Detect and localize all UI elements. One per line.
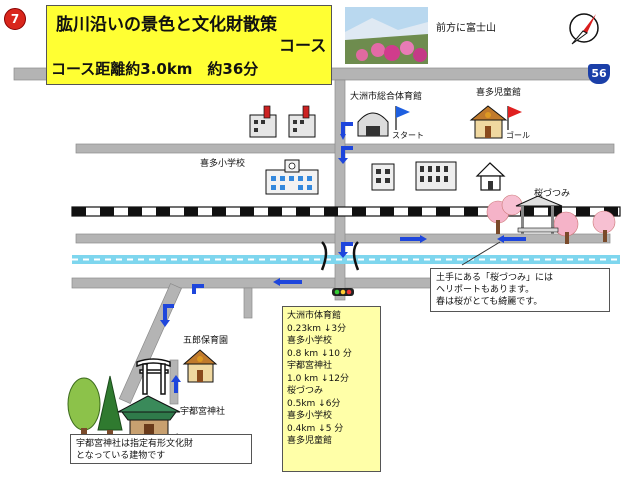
route-step: 大洲市体育館 xyxy=(287,311,342,321)
house-icon xyxy=(469,105,508,139)
route-step: 桜づつみ xyxy=(287,386,324,396)
route-step: 0.5km ↓6分 xyxy=(287,398,341,409)
course-title: 肱川沿いの景色と文化財散策 xyxy=(56,15,277,35)
title-box: 肱川沿いの景色と文化財散策 コース コース距離約3.0km 約36分 xyxy=(46,5,332,85)
route-arrow xyxy=(192,284,204,294)
route-arrow xyxy=(341,146,353,158)
mountain-photo xyxy=(345,7,428,64)
label-hoikuen: 五郎保育園 xyxy=(183,336,229,346)
cherry-tree-icon xyxy=(486,194,616,244)
route-step: 0.23km ↓3分 xyxy=(287,323,347,334)
route-step: 1.0 km ↓12分 xyxy=(287,373,350,384)
shrine-note: 宇都宮神社は指定有形文化財 となっている建物です xyxy=(70,434,252,464)
building-icon xyxy=(415,161,457,191)
photo-caption: 前方に富士山 xyxy=(436,23,496,34)
label-sakura: 桜づつみ xyxy=(534,189,571,199)
course-title-suffix: コース xyxy=(279,36,327,55)
road-vertical-main xyxy=(334,79,346,301)
route-arrowheads xyxy=(160,134,504,382)
building-icon xyxy=(371,163,395,191)
label-school: 喜多小学校 xyxy=(200,159,246,169)
route-step: 喜多小学校 xyxy=(287,411,333,421)
route-step: 0.4km ↓5 分 xyxy=(287,423,344,434)
house-icon xyxy=(475,162,506,191)
road-short-vertical xyxy=(243,287,253,319)
gate-icon xyxy=(515,195,563,234)
route-arrows xyxy=(163,122,526,393)
factory-icon xyxy=(288,105,316,138)
shrine-torii-icon xyxy=(136,358,171,395)
note-line: 宇都宮神社は指定有形文化財 xyxy=(76,439,194,449)
route-shield: 56 xyxy=(588,64,610,84)
house-icon xyxy=(182,349,218,383)
route-step: 宇都宮神社 xyxy=(287,361,333,371)
label-goal: ゴール xyxy=(506,131,530,140)
route-step: 喜多児童館 xyxy=(287,436,333,446)
route-arrow xyxy=(163,304,174,320)
traffic-light-icon xyxy=(332,288,354,296)
note-line: 土手にある「桜づつみ」には xyxy=(436,273,554,283)
tree-icon xyxy=(97,375,123,440)
label-shrine: 宇都宮神社 xyxy=(180,407,226,417)
school-icon xyxy=(265,159,319,195)
course-distance: コース距離約3.0km 約36分 xyxy=(51,60,259,78)
gym-icon xyxy=(357,112,389,137)
route-step: 喜多小学校 xyxy=(287,336,333,346)
river xyxy=(72,255,620,264)
sakura-note: 土手にある「桜づつみ」には ヘリポートもあります。 春は桜がとても綺麗です。 xyxy=(430,268,610,312)
route-table: 大洲市体育館 0.23km ↓3分 喜多小学校 0.8 km ↓10 分 宇都宮… xyxy=(282,306,381,472)
course-number-badge: 7 xyxy=(4,8,26,30)
route-step: 0.8 km ↓10 分 xyxy=(287,348,352,359)
factory-icon xyxy=(249,105,277,138)
label-start: スタート xyxy=(392,131,424,140)
flag-icon xyxy=(395,106,410,130)
label-jido: 喜多児童館 xyxy=(476,88,522,98)
compass-icon xyxy=(569,13,599,45)
bridge xyxy=(320,241,360,271)
note-line: ヘリポートもあります。 xyxy=(436,285,535,295)
flag-icon xyxy=(507,106,522,130)
road-lower xyxy=(71,277,453,289)
railway xyxy=(71,206,621,217)
route-arrow xyxy=(341,122,353,134)
label-gym: 大洲市総合体育館 xyxy=(350,92,423,102)
note-line: となっている建物です xyxy=(76,451,166,461)
route-arrow xyxy=(341,242,353,252)
note-line: 春は桜がとても綺麗です。 xyxy=(436,297,543,307)
tree-icon xyxy=(67,377,101,442)
